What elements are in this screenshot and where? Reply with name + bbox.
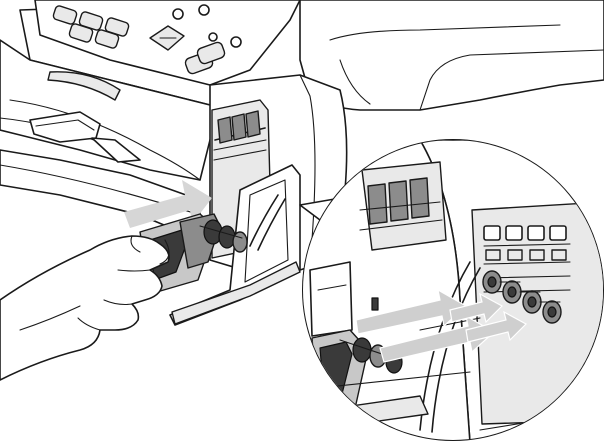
ink-cartridge xyxy=(139,213,248,295)
hand xyxy=(0,235,170,381)
cartridge-slot xyxy=(483,225,571,293)
magnified-view-circle xyxy=(299,139,604,441)
insert-arrow xyxy=(124,180,212,228)
control-panel xyxy=(34,0,301,86)
cartridge-connectors xyxy=(482,270,562,324)
